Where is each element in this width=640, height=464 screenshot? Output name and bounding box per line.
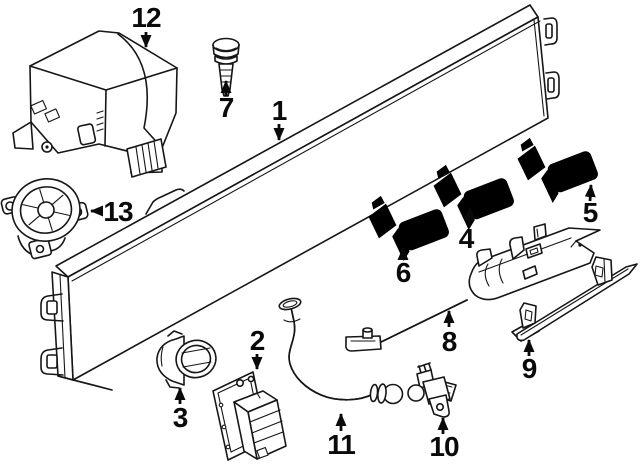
callout-4-arrow xyxy=(463,207,475,227)
part-12-housing-box xyxy=(12,30,178,178)
callout-5-arrow xyxy=(584,184,596,202)
callout-8[interactable]: 8 xyxy=(442,310,458,357)
part-8-bracket-rod xyxy=(345,223,601,352)
callout-6-label: 6 xyxy=(396,257,411,288)
callout-7[interactable]: 7 xyxy=(219,80,235,123)
part-5-switch xyxy=(512,119,603,210)
callout-12[interactable]: 12 xyxy=(131,2,162,48)
callout-9-label: 9 xyxy=(522,353,537,384)
callout-5-label: 5 xyxy=(583,197,598,228)
callout-11[interactable]: 11 xyxy=(327,413,356,460)
callout-13[interactable]: 13 xyxy=(90,196,134,227)
callout-8-label: 8 xyxy=(442,326,457,357)
callout-2[interactable]: 2 xyxy=(250,325,266,370)
part-3-round-sensor xyxy=(156,330,217,389)
callout-10-label: 10 xyxy=(429,431,459,462)
callout-1[interactable]: 1 xyxy=(272,95,288,141)
part-9-blade-strip xyxy=(511,256,638,342)
part-2-control-module xyxy=(212,371,287,461)
callout-10[interactable]: 10 xyxy=(429,417,460,462)
callout-13-label: 13 xyxy=(103,196,133,227)
callout-12-label: 12 xyxy=(131,2,161,33)
callout-7-label: 7 xyxy=(219,92,234,123)
callout-5[interactable]: 5 xyxy=(583,184,599,228)
callout-4-label: 4 xyxy=(459,223,475,254)
part-11-hose xyxy=(278,297,404,405)
callout-6[interactable]: 6 xyxy=(396,247,412,288)
callout-3[interactable]: 3 xyxy=(173,387,189,433)
callout-2-label: 2 xyxy=(250,325,265,356)
callout-9[interactable]: 9 xyxy=(522,339,538,384)
part-13-siren-unit xyxy=(0,178,89,260)
callout-3-label: 3 xyxy=(173,402,188,433)
callout-1-label: 1 xyxy=(272,95,287,126)
part-10-sensor xyxy=(407,362,457,418)
callout-11-label: 11 xyxy=(327,429,355,460)
part-1-crossmember-panel xyxy=(40,4,560,391)
callout-4[interactable]: 4 xyxy=(459,207,476,254)
